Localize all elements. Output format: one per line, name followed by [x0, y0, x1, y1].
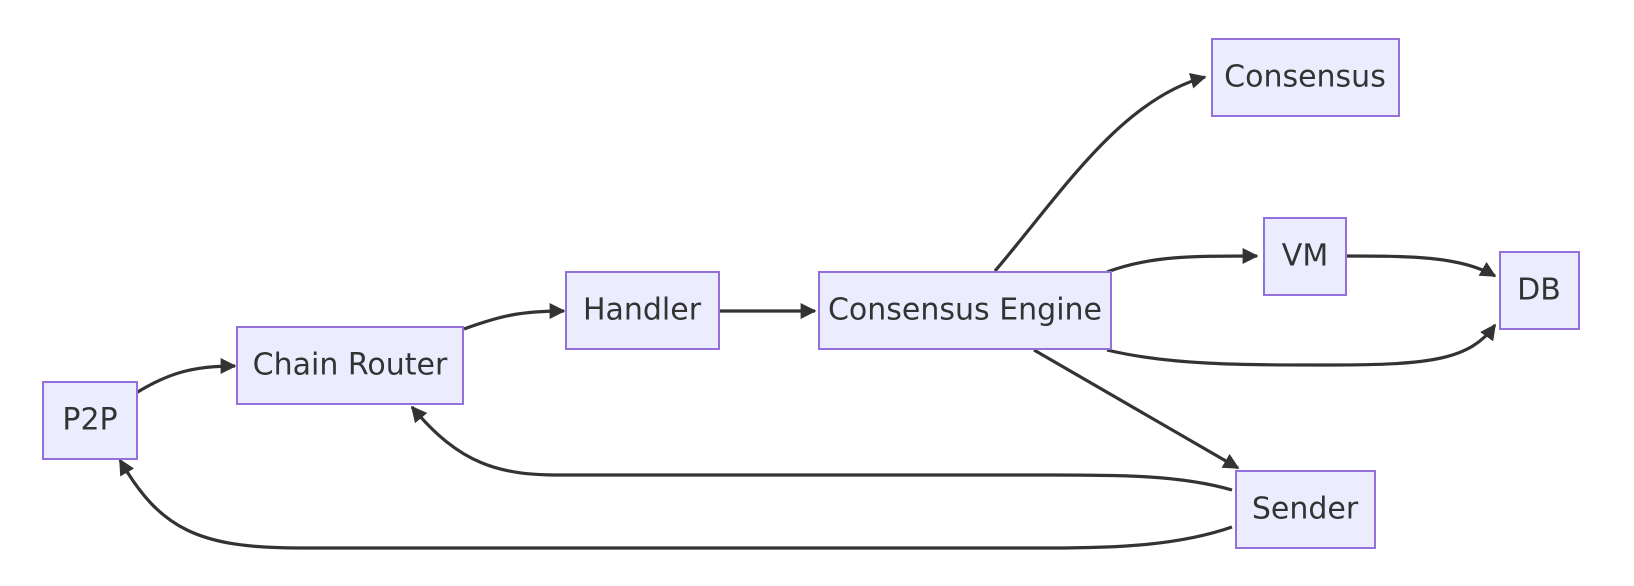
- edge-vm-to-db: [1342, 254, 1497, 278]
- node-label: Consensus Engine: [828, 293, 1102, 328]
- node-consensus-engine: Consensus Engine: [818, 271, 1112, 350]
- node-box: [1263, 217, 1347, 296]
- node-label: Handler: [583, 293, 702, 328]
- edge-consensus-engine-to-vm: [1106, 248, 1259, 274]
- node-box: [1211, 38, 1400, 117]
- edges: [118, 73, 1497, 550]
- node-box: [818, 271, 1112, 350]
- node-db: DB: [1499, 251, 1580, 330]
- edge-chain-router-to-handler: [463, 303, 566, 331]
- node-box: [1499, 251, 1580, 330]
- node-handler: Handler: [565, 271, 720, 350]
- node-box: [565, 271, 720, 350]
- node-box: [1235, 470, 1376, 549]
- edge-consensus-engine-to-consensus: [993, 73, 1207, 273]
- edge-consensus-engine-to-sender: [1033, 348, 1240, 470]
- node-label: Consensus: [1224, 60, 1386, 95]
- edge-sender-to-chain-router: [410, 405, 1233, 492]
- node-label: P2P: [62, 403, 117, 438]
- node-box: [42, 381, 138, 460]
- edge-consensus-engine-to-db: [1106, 323, 1497, 367]
- node-consensus: Consensus: [1211, 38, 1400, 117]
- node-label: Sender: [1252, 492, 1359, 527]
- edge-p2p-to-chain-router: [135, 358, 237, 395]
- node-sender: Sender: [1235, 470, 1376, 549]
- node-chain-router: Chain Router: [236, 326, 464, 405]
- edge-sender-to-p2p: [118, 458, 1233, 550]
- node-label: DB: [1517, 273, 1561, 308]
- node-label: VM: [1282, 239, 1328, 274]
- node-box: [236, 326, 464, 405]
- node-label: Chain Router: [253, 348, 448, 383]
- node-vm: VM: [1263, 217, 1347, 296]
- node-p2p: P2P: [42, 381, 138, 460]
